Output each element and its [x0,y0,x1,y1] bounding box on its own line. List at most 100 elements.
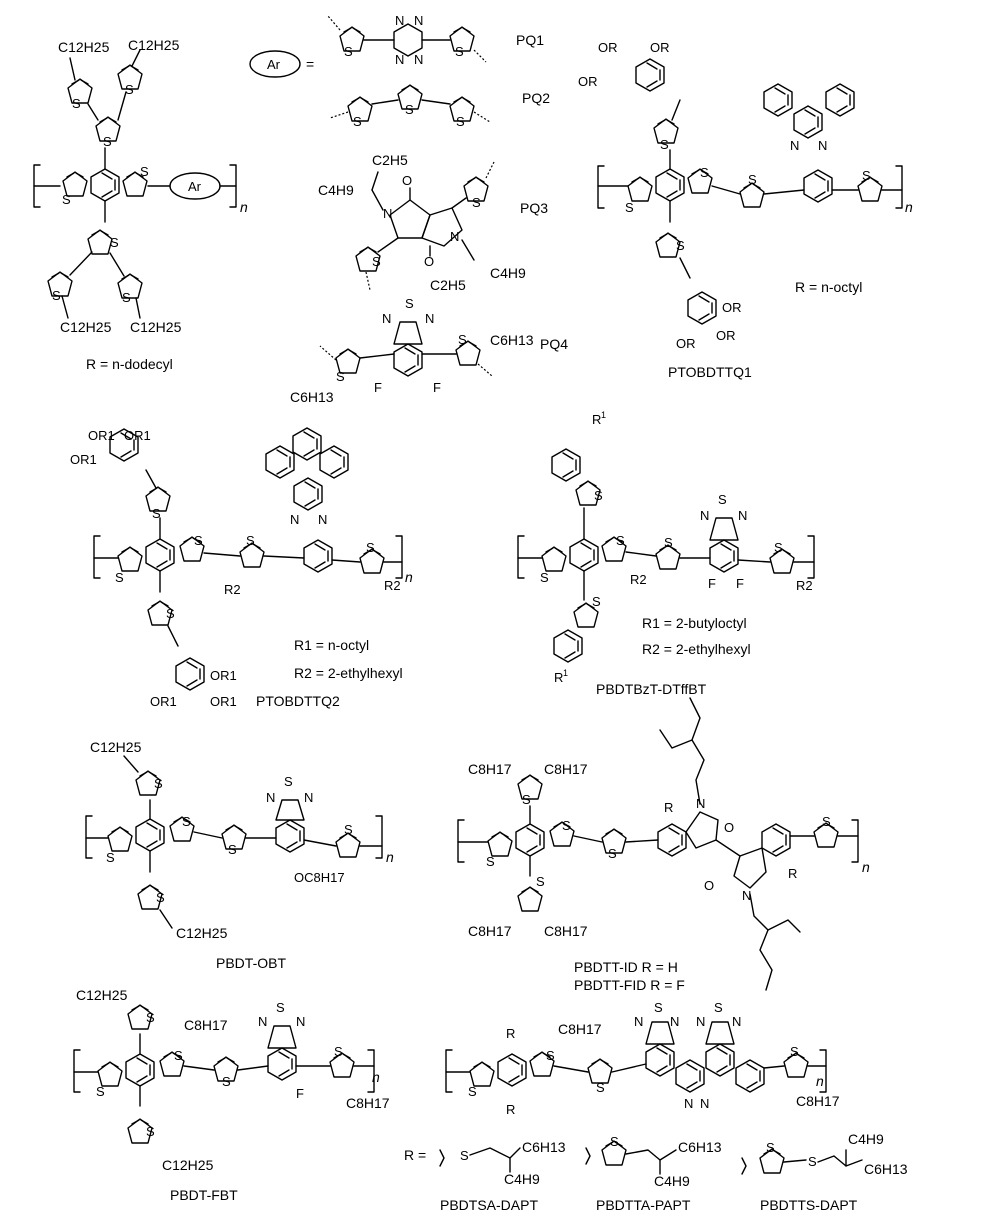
svg-text:R1 = 2-butyloctyl: R1 = 2-butyloctyl [642,615,747,631]
caption-pbdt-obt: PBDT-OBT [216,955,286,971]
svg-text:S: S [822,814,831,829]
svg-text:F: F [433,380,441,395]
svg-text:N: N [290,512,299,527]
svg-text:C8H17: C8H17 [468,761,512,777]
ptobdttq2-structure: S S S R2 N N S R2 n S OR1 OR1 OR1 S [70,427,413,709]
svg-text:C2H5: C2H5 [372,152,408,168]
svg-text:S: S [540,570,549,585]
svg-text:N: N [684,1096,693,1111]
svg-text:N: N [634,1014,643,1029]
svg-text:C12H25: C12H25 [76,987,128,1003]
svg-text:C6H13: C6H13 [864,1161,908,1177]
svg-text:Ar: Ar [267,57,281,72]
svg-text:C6H13: C6H13 [522,1139,566,1155]
caption-pq-general: R = n-dodecyl [86,356,173,372]
svg-text:S: S [700,165,709,180]
svg-text:R2 = 2-ethylhexyl: R2 = 2-ethylhexyl [642,641,751,657]
svg-text:S: S [608,846,617,861]
svg-text:N: N [395,52,404,67]
svg-text:S: S [156,890,165,905]
svg-text:S: S [486,854,495,869]
svg-text:N: N [296,1014,305,1029]
svg-text:R: R [788,866,797,881]
svg-text:N: N [395,13,404,28]
svg-text:S: S [714,1000,723,1015]
svg-text:S: S [110,235,119,250]
svg-text:OR1: OR1 [150,694,177,709]
legend-ptobdttq1: R = n-octyl [795,279,862,295]
caption-pbdtta-papt: PBDTTA-PAPT [596,1197,691,1213]
svg-text:O: O [424,254,434,269]
svg-text:N: N [670,1014,679,1029]
svg-text:S: S [344,44,353,59]
svg-text:C12H25: C12H25 [162,1157,214,1173]
caption-ptobdttq2: PTOBDTTQ2 [256,693,340,709]
caption-pbdt-fbt: PBDT-FBT [170,1187,238,1203]
svg-text:S: S [654,1000,663,1015]
svg-text:S: S [472,195,481,210]
svg-text:C8H17: C8H17 [544,923,588,939]
svg-text:S: S [562,818,571,833]
svg-text:S: S [660,137,669,152]
svg-text:S: S [592,594,601,609]
svg-text:S: S [276,1000,285,1015]
svg-text:R: R [664,800,673,815]
svg-text:OR: OR [598,40,618,55]
svg-text:S: S [96,1084,105,1099]
svg-text:N: N [790,138,799,153]
svg-text:S: S [748,172,757,187]
svg-text:S: S [344,822,353,837]
svg-text:C6H13: C6H13 [678,1139,722,1155]
caption-pbdtsa-dapt: PBDTSA-DAPT [440,1197,538,1213]
svg-text:S: S [616,533,625,548]
svg-text:C4H9: C4H9 [490,265,526,281]
svg-text:O: O [724,820,734,835]
svg-text:C12H25: C12H25 [90,739,142,755]
pbdtt-id-structure: S S S R N O N O R S n S C8H17 C8H17 [457,697,870,993]
svg-text:S: S [405,102,414,117]
svg-text:C4H9: C4H9 [318,182,354,198]
label-pq1: PQ1 [516,32,544,48]
svg-text:N: N [266,790,275,805]
svg-text:S: S [284,774,293,789]
svg-text:N: N [732,1014,741,1029]
ptobdttq1-structure: S S S N N S n S OR OR OR S OR OR [578,40,913,380]
svg-text:S: S [72,96,81,111]
svg-text:S: S [546,1048,555,1063]
svg-text:S: S [115,570,124,585]
svg-text:O: O [704,878,714,893]
label-pq4: PQ4 [540,336,568,352]
svg-text:S: S [766,1140,775,1155]
svg-text:N: N [414,52,423,67]
svg-text:N: N [742,888,751,903]
svg-text:S: S [718,492,727,507]
svg-text:F: F [736,576,744,591]
svg-text:n: n [405,569,413,585]
svg-text:S: S [405,296,414,311]
svg-text:R: R [506,1026,515,1041]
svg-text:C12H25: C12H25 [176,925,228,941]
svg-text:S: S [182,814,191,829]
svg-text:S: S [174,1048,183,1063]
svg-text:OR: OR [716,328,736,343]
svg-text:R: R [592,412,601,427]
svg-text:S: S [460,1148,469,1163]
svg-text:S: S [596,1080,605,1095]
svg-text:1: 1 [601,410,606,420]
svg-text:OR: OR [676,336,696,351]
svg-text:R2: R2 [796,578,813,593]
svg-text:F: F [374,380,382,395]
svg-text:S: S [522,792,531,807]
svg-text:C6H13: C6H13 [290,389,334,405]
svg-text:C6H13: C6H13 [490,332,534,348]
svg-text:S: S [676,238,685,253]
svg-text:S: S [125,82,134,97]
svg-text:C8H17: C8H17 [558,1021,602,1037]
svg-text:S: S [228,842,237,857]
svg-text:S: S [336,369,345,384]
svg-text:S: S [536,874,545,889]
caption-ptobdttq1: PTOBDTTQ1 [668,364,752,380]
svg-text:S: S [146,1124,155,1139]
